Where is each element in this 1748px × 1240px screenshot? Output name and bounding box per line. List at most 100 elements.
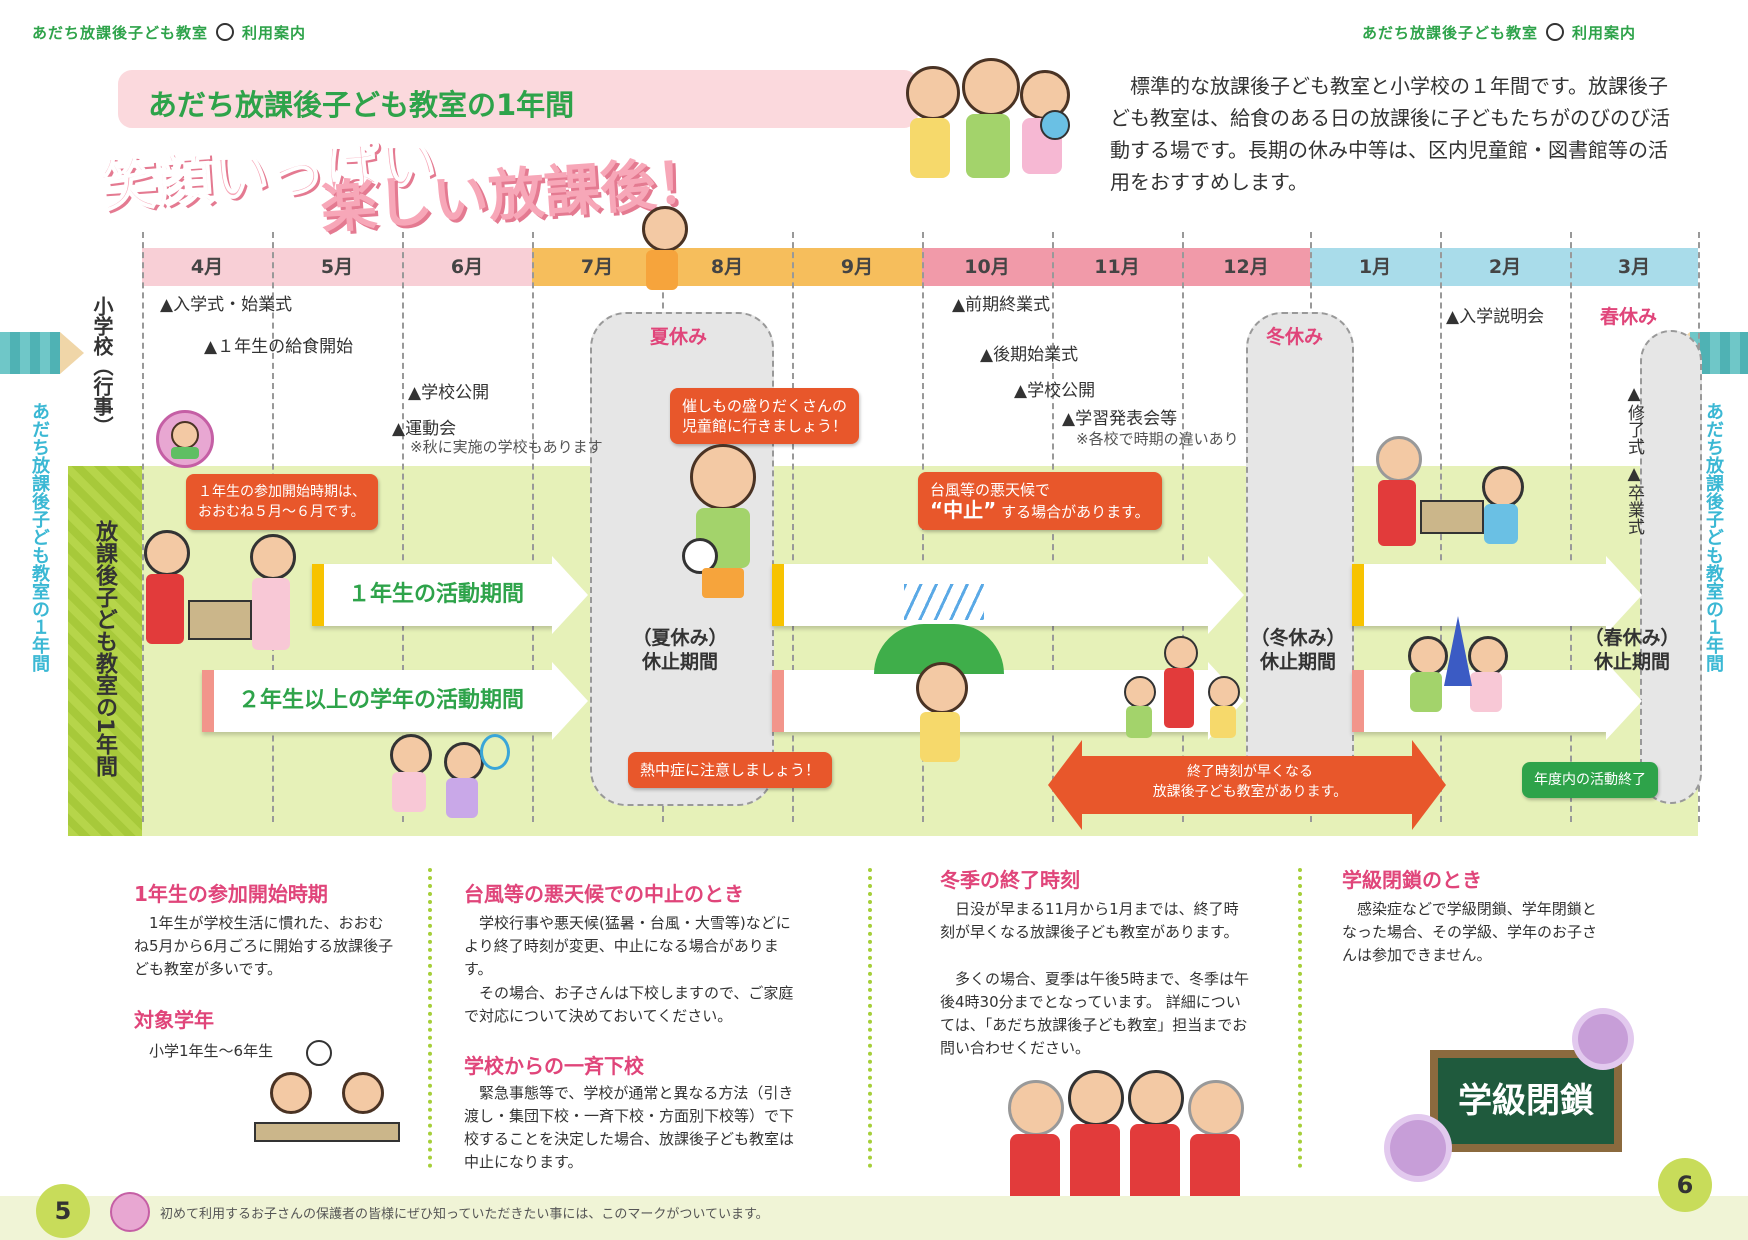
month-apr: 4月 [190,256,224,278]
section-winter-heading: 冬季の終了時刻 [940,868,1080,892]
section-dismissal-text: 緊急事態等で、学校が通常と異なる方法（引き渡し・集団下校・一斉下校・方面別下校等… [464,1084,795,1171]
event-entrance: ▲入学式・始業式 [160,295,293,315]
clock-icon [306,1040,332,1066]
column-divider [1298,868,1302,1168]
month-may: 5月 [320,256,354,278]
column-divider [868,868,872,1168]
event-second-term-start: ▲後期始業式 [980,345,1079,365]
grandpa-and-child-illustration [1372,436,1532,556]
section-dismissal-heading: 学校からの一斉下校 [464,1054,644,1078]
school-row-label: 小学校（行事） [90,296,114,436]
intro-text: 標準的な放課後子ども教室と小学校の１年間です。放課後子ども教室は、給食のある日の… [1110,74,1670,194]
section-weather-text-2: その場合、お子さんは下校しますので、ご家庭で対応について決めておいてください。 [464,984,794,1025]
arrow-first-grade-autumn [772,556,1244,634]
bubble-jidokan: 催しもの盛りだくさんの 児童館に行きましょう！ [670,388,860,444]
month-mar: 3月 [1617,256,1651,278]
event-graduation: ▲卒業式 [1624,464,1644,535]
boy-with-ball-illustration [682,444,772,604]
month-dec: 12月 [1223,256,1269,278]
month-divider [402,232,404,822]
page-number-left: 5 [36,1184,90,1238]
event-sports-day-note: ※秋に実施の学校もあります [410,438,603,456]
bubble-heat: 熱中症に注意しましょう！ [628,752,833,788]
wizard-hat-icon [1444,616,1472,686]
soccer-ball-icon [216,23,235,41]
classroom-row-label: 放課後子ども教室の1年間 [92,520,117,778]
header-right-title: あだち放課後子ども教室 [1362,24,1539,42]
month-divider [792,232,794,822]
section-start-text: 1年生が学校生活に慣れた、おおむね5月から6月ごろに開始する放課後子ども教室が多… [134,914,394,978]
early-end-arrow-left-head [1048,740,1082,830]
month-divider [532,232,534,822]
spring-vacation-pill [1640,330,1702,804]
winter-strip [1310,248,1698,286]
spring-strip [142,248,532,286]
early-end-text: 終了時刻が早くなる 放課後子ども教室があります。 [1152,764,1348,800]
arrow-second-up-label: ２年生以上の学年の活動期間 [238,688,525,713]
arrow-second-up: ２年生以上の学年の活動期間 [202,662,588,740]
beginner-mark-icon [156,410,214,468]
kids-play-illustration [1404,616,1534,736]
event-open-school: ▲学校公開 [408,383,490,403]
section-weather-text-1: 学校行事や悪天候(猛暑・台風・大雪等)などにより終了時刻が変更、中止になる場合が… [464,914,791,978]
section-closure-text: 感染症などで学級閉鎖、学年閉鎖となった場合、その学級、学年のお子さんは参加できま… [1342,900,1598,964]
class-closure-blackboard: 学級閉鎖 [1430,1050,1622,1152]
footer-note: 初めて利用するお子さんの保護者の皆様にぜひ知っていただきたい事には、このマークが… [160,1207,769,1222]
event-completion: ▲修了式 [1624,384,1644,455]
girl-jumping-illustration [628,200,698,310]
footer-band [0,1196,1748,1240]
event-admission-briefing: ▲入学説明会 [1446,307,1545,327]
classroom-label-bg [68,466,142,836]
side-label-right: あだち放課後子ども教室の１年間 [1703,402,1724,672]
header-left-sub: 利用案内 [242,24,307,42]
section-start-heading: 1年生の参加開始時期 [134,882,328,906]
page-title: あだち放課後子ども教室の1年間 [148,88,575,122]
spring-vacation-title: 春休み [1600,306,1658,328]
umbrella-boy-illustration [874,584,1004,784]
virus-icon [1578,1014,1628,1064]
arrow-first-grade: １年生の活動期間 [312,556,588,634]
event-first-term-end: ▲前期終業式 [952,295,1051,315]
page-number-right: 6 [1658,1158,1712,1212]
summer-vacation-title: 夏休み [650,326,708,348]
section-target-heading: 対象学年 [134,1008,214,1032]
header-right-sub: 利用案内 [1572,24,1637,42]
event-presentation: ▲学習発表会等 [1062,409,1178,429]
header-right: あだち放課後子ども教室 利用案内 [1362,22,1636,43]
header-left-title: あだち放課後子ども教室 [32,24,209,42]
header-left: あだち放課後子ども教室 利用案内 [32,22,306,43]
month-jun: 6月 [450,256,484,278]
section-winter-text-1: 日没が早まる11月から1月までは、終了時刻が早くなる放課後子ども教室があります。 [940,900,1239,941]
kids-illustration [900,58,1070,208]
virus-icon [1390,1120,1446,1176]
month-feb: 2月 [1488,256,1522,278]
month-divider [1182,232,1184,822]
pencil-decoration-left [0,332,60,374]
winter-vacation-title: 冬休み [1266,326,1324,348]
event-lunch-start: ▲１年生の給食開始 [204,337,354,357]
soccer-ball-icon [682,538,718,574]
summer-strip [532,248,922,286]
month-jul: 7月 [580,256,614,278]
early-end-double-arrow [1080,756,1414,814]
section-weather-heading: 台風等の悪天候での中止のとき [464,882,744,906]
event-presentation-note: ※各校で時期の違いあり [1076,430,1239,448]
early-end-arrow-right-head [1412,740,1446,830]
month-divider [1570,232,1572,822]
arrow-first-grade-label: １年生の活動期間 [348,582,525,607]
month-jan: 1月 [1358,256,1392,278]
summer-rest-label: （夏休み） 休止期間 [632,627,728,673]
winter-vacation-pill [1246,312,1354,806]
sports-kids-illustration [380,724,510,834]
rain-icon [904,584,984,620]
spring-rest-label: （春休み） 休止期間 [1584,627,1680,673]
tennis-racket-icon [480,734,510,770]
month-divider [142,232,144,822]
studying-kids-illustration [250,1062,400,1172]
winter-rest-label: （冬休み） 休止期間 [1250,627,1346,673]
pencil-tip-left [60,332,84,374]
family-illustration [1118,636,1248,746]
soccer-ball-icon [1546,23,1565,41]
bubble-typhoon: 台風等の悪天候で “中止” する場合があります。 [918,472,1162,530]
month-nov: 11月 [1094,256,1140,278]
